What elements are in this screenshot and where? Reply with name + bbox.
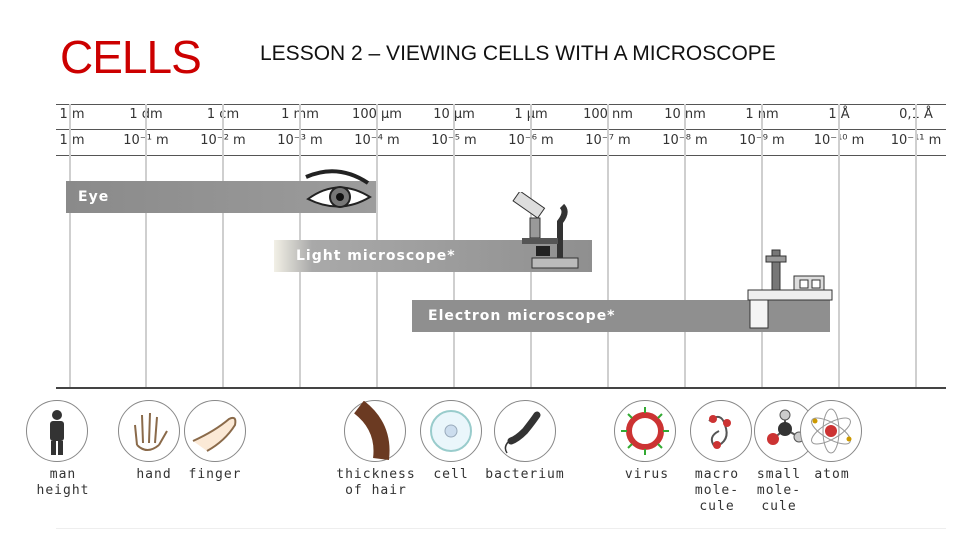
light-microscope-icon — [508, 192, 584, 270]
grid-line — [915, 104, 917, 388]
object-label-atom: atom — [814, 467, 849, 483]
grid-line — [69, 104, 71, 388]
object-label-cell: cell — [433, 467, 468, 483]
electron-microscope-label: Electron microscope* — [428, 308, 616, 324]
bottom-divider — [56, 528, 946, 529]
bacterium-icon — [494, 400, 556, 462]
man-icon — [26, 400, 88, 462]
light-microscope-label: Light microscope* — [296, 248, 456, 264]
object-label-finger: finger — [189, 467, 242, 483]
eye-icon — [298, 165, 378, 217]
object-label-hair: thickness of hair — [336, 467, 415, 499]
electron-microscope-icon — [744, 246, 834, 330]
object-label-bacterium: bacterium — [485, 467, 564, 483]
grid-line — [838, 104, 840, 388]
object-label-hand: hand — [136, 467, 171, 483]
hair-icon — [344, 400, 406, 462]
grid-line — [684, 104, 686, 388]
grid-line — [222, 104, 224, 388]
scale-units-row: 1 m 1 dm 1 cm 1 mm 100 µm 10 µm 1 µm 100… — [56, 104, 946, 130]
object-label-man-height: man height — [37, 467, 90, 499]
atom-icon — [800, 400, 862, 462]
hand-icon — [118, 400, 180, 462]
page-title: CELLS — [60, 30, 201, 84]
virus-icon — [614, 400, 676, 462]
scale-baseline — [56, 387, 946, 389]
macromolecule-icon — [690, 400, 752, 462]
object-label-virus: virus — [625, 467, 669, 483]
object-label-small-molecule: small mole- cule — [757, 467, 801, 515]
lesson-subtitle: LESSON 2 – VIEWING CELLS WITH A MICROSCO… — [260, 42, 776, 66]
cell-icon — [420, 400, 482, 462]
scale-unit: 1 m — [59, 107, 84, 122]
grid-line — [607, 104, 609, 388]
scale-power: 1 m — [59, 133, 84, 148]
scale-powers-row: 1 m 10⁻¹ m 10⁻² m 10⁻³ m 10⁻⁴ m 10⁻⁵ m 1… — [56, 130, 946, 156]
grid-line — [145, 104, 147, 388]
eye-range-label: Eye — [78, 189, 109, 205]
object-label-macromolecule: macro mole- cule — [695, 467, 739, 515]
finger-icon — [184, 400, 246, 462]
